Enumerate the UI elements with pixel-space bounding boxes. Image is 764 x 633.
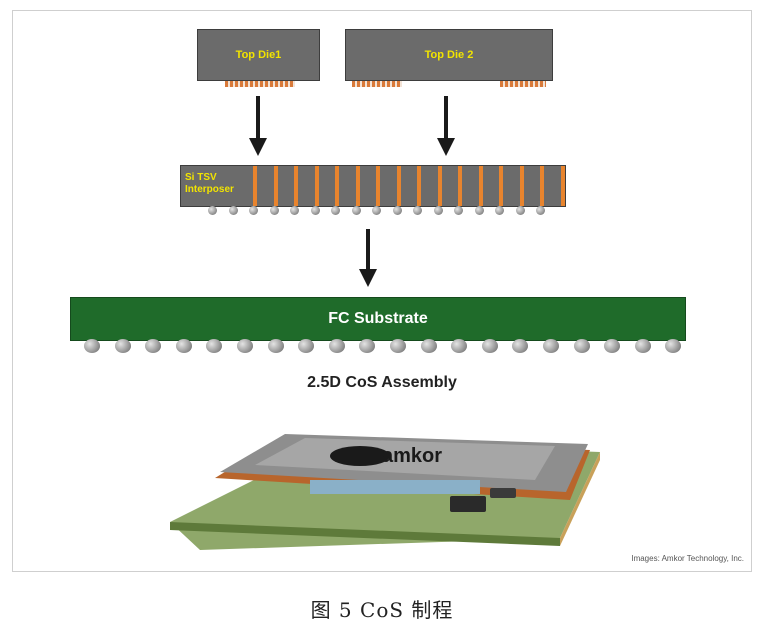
interposer-bump [208,206,217,215]
substrate-solder-ball [451,339,468,353]
interposer-bump [310,206,320,215]
tsv-via [253,166,257,206]
tsv-via [273,166,278,206]
arrow-die2-shaft [444,96,448,138]
tsv-via [519,166,524,206]
figure-caption: 图 5 CoS 制程 [310,598,454,622]
interposer-bump [495,206,504,215]
si-tsv-interposer: Si TSV Interposer [180,165,566,207]
interposer-bump [269,206,279,215]
interposer-bump [351,206,361,215]
interposer-bump [331,206,340,215]
interposer-bump [392,206,402,215]
substrate-solder-ball [114,339,131,353]
tsv-via [355,166,360,206]
substrate-solder-ball [175,339,192,353]
assembly-label: 2.5D CoS Assembly [307,374,457,391]
top-die-1-label: Top Die1 [235,49,282,61]
logo-mark [330,446,390,466]
interposer-bump [290,206,299,215]
tsv-via [314,166,319,206]
tsv-via [294,166,298,206]
top-die-1: Top Die1 [197,29,320,81]
substrate-solder-ball [237,339,253,353]
arrow-interposer-head [359,269,377,287]
substrate-solder-ball [298,339,315,353]
substrate-solder-ball [390,339,406,353]
substrate-solder-ball [145,339,162,353]
tsv-via [417,166,421,206]
fc-substrate: FC Substrate [70,297,686,341]
arrow-die2-head [437,138,455,156]
substrate-solder-ball [359,339,376,353]
substrate-solder-ball [481,339,498,353]
interposer-bump [413,206,422,215]
top-die-2-microbumps-right [500,81,546,87]
substrate-solder-ball [573,339,590,353]
interposer-bump [536,206,545,215]
tsv-via [396,166,401,206]
interposer-bump [228,206,238,215]
substrate-solder-ball [206,339,223,353]
fc-substrate-label: FC Substrate [328,310,428,327]
arrow-interposer-shaft [366,229,370,269]
arrow-die1-head [249,138,267,156]
top-die-1-microbumps [225,81,295,87]
interposer-bump [372,206,381,215]
interposer-shadow [310,480,480,494]
lid-top [255,438,555,480]
pcb-board-edge [170,522,560,546]
tsv-via [499,166,503,206]
substrate-solder-ball [420,339,437,353]
substrate-solder-ball [512,339,529,353]
top-die-2-label: Top Die 2 [424,49,474,61]
arrow-die1-shaft [256,96,260,138]
pcb-board-edge-right [560,452,600,546]
substrate-solder-ball [267,339,284,353]
tsv-via [437,166,442,206]
capacitor-2 [490,488,516,498]
interposer-bump [433,206,443,215]
image-credit: Images: Amkor Technology, Inc. [631,554,744,563]
tsv-via [376,166,380,206]
substrate-solder-ball [84,339,100,353]
interposer-label: Si TSV Interposer [185,172,234,195]
substrate-solder-ball [634,339,651,353]
substrate-solder-ball [328,339,345,353]
package-logo: amkor [382,445,442,467]
package-3d-render: amkor [170,434,600,550]
interposer-bump [249,206,258,215]
tsv-via [478,166,483,206]
interposer-bump [474,206,484,215]
top-die-2: Top Die 2 [345,29,553,81]
capacitor-1 [450,496,486,512]
substrate-solder-ball [604,339,621,353]
substrate-solder-ball [665,339,682,353]
interposer-bump [515,206,525,215]
substrate-solder-ball [543,339,559,353]
interposer-bump [454,206,463,215]
tsv-via [335,166,339,206]
tsv-via [560,166,565,206]
tsv-via [458,166,462,206]
top-die-2-microbumps-left [352,81,402,87]
tsv-via [540,166,544,206]
